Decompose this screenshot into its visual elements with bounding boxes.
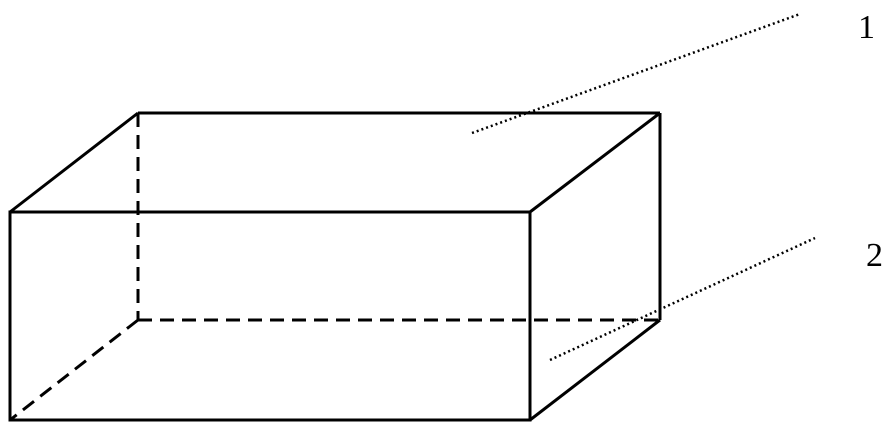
- leader-line-1: [471, 12, 801, 135]
- label-1: 1: [858, 9, 875, 46]
- label-2: 2: [866, 237, 883, 274]
- top-right-edge: [529, 111, 661, 214]
- hidden-bottom-left-edge: [9, 318, 139, 422]
- top-left-edge: [9, 111, 139, 214]
- front-face: [8, 210, 532, 422]
- bottom-right-edge: [529, 318, 661, 422]
- leader-line-2: [549, 236, 816, 362]
